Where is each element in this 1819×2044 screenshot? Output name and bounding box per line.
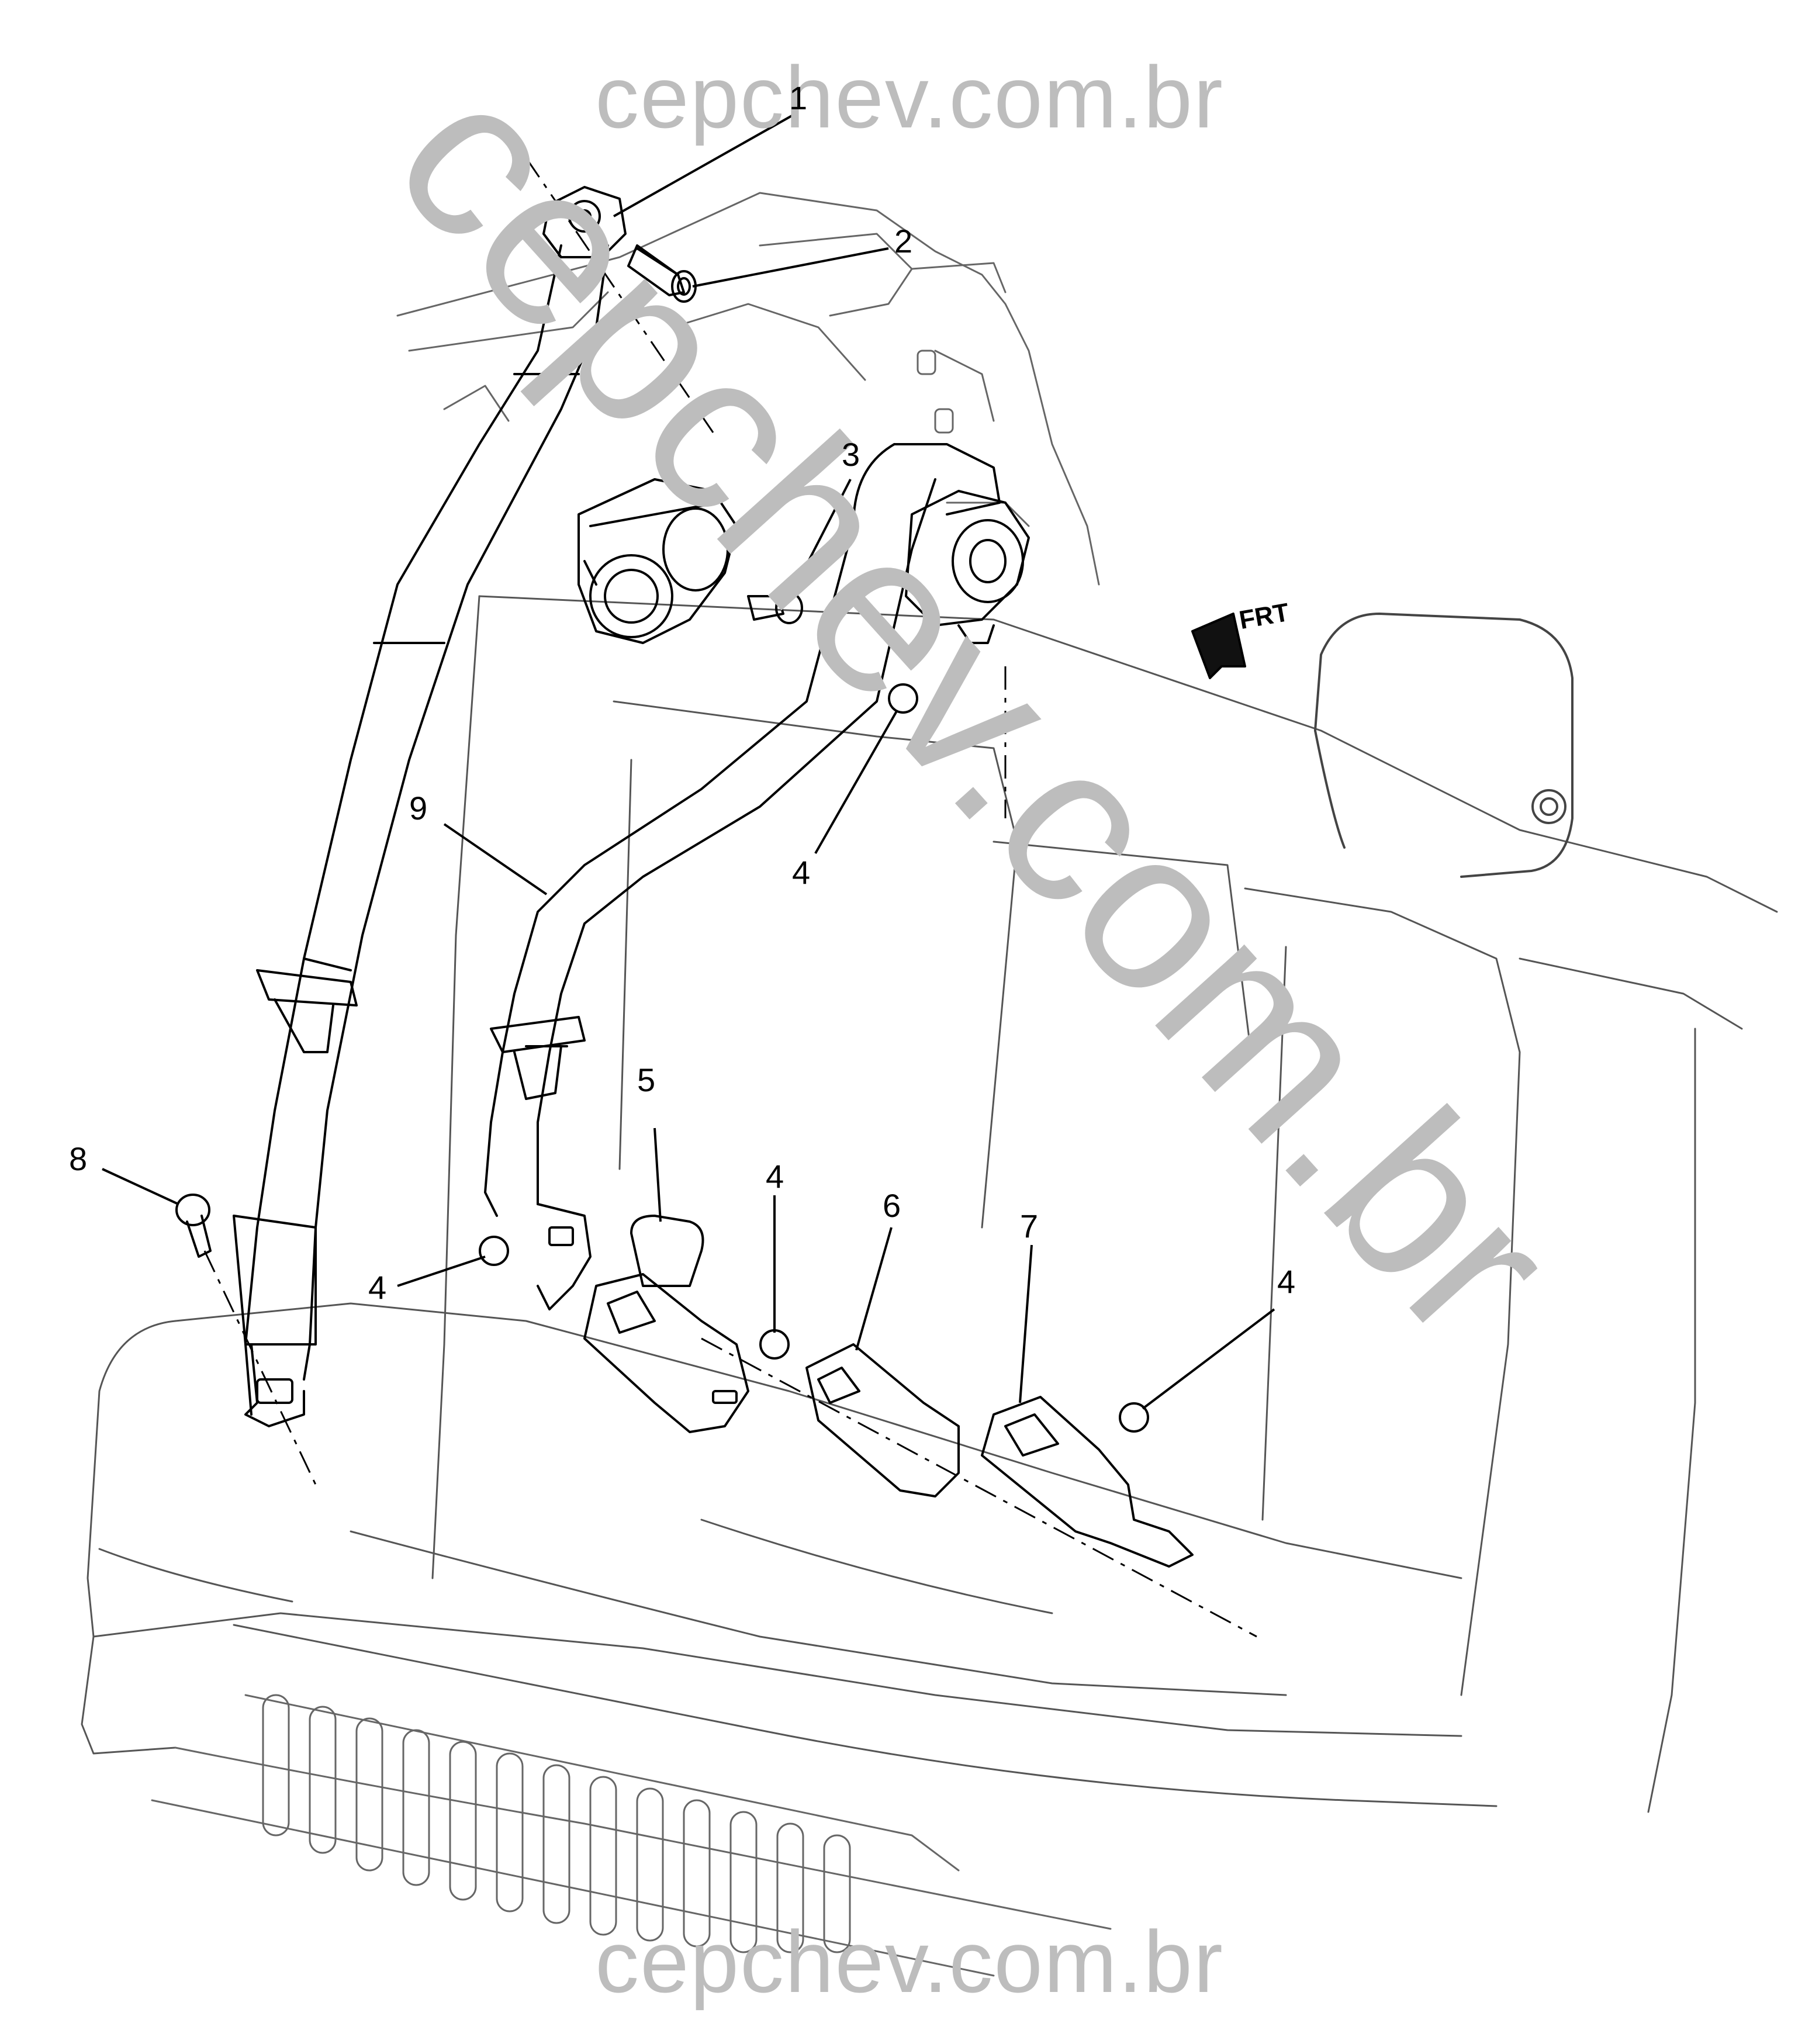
- headrest: [1314, 613, 1574, 878]
- callout-1: 1: [789, 79, 808, 116]
- left-webbing-guide: [256, 969, 358, 1053]
- callout-4a: 4: [792, 854, 811, 891]
- front-arrow-icon: [1191, 613, 1246, 679]
- leader-8: [102, 1168, 179, 1205]
- callout-2: 2: [894, 223, 913, 260]
- callout-7: 7: [1020, 1208, 1039, 1244]
- leader-6: [855, 1227, 893, 1351]
- buckle-assembly-right: [981, 1396, 1194, 1568]
- callout-4b: 4: [368, 1269, 387, 1306]
- leader-2: [692, 247, 889, 288]
- centerline-upper: [525, 157, 714, 433]
- d-ring-guide: [542, 186, 627, 258]
- left-belt-webbing: [244, 244, 609, 1416]
- seat-cushion: [81, 1302, 1498, 1807]
- vent-slots: [262, 1694, 851, 1953]
- bolt-lower-left: [175, 1194, 212, 1258]
- left-lower-anchor: [233, 1215, 317, 1427]
- buckle-assembly-left: [583, 1273, 749, 1433]
- callout-4c: 4: [766, 1158, 784, 1195]
- center-webbing-guide: [490, 1016, 586, 1100]
- callout-8: 8: [69, 1140, 88, 1177]
- bolt-retractor: [747, 592, 803, 624]
- leader-7: [1019, 1244, 1033, 1403]
- callout-5: 5: [637, 1061, 656, 1098]
- rear-seat-back: [431, 595, 1778, 1813]
- callout-6: 6: [883, 1187, 901, 1224]
- leader-5: [653, 1128, 662, 1222]
- leader-9: [443, 823, 548, 895]
- centerline-left-anchor: [203, 1250, 317, 1485]
- leader-4b: [397, 1256, 486, 1287]
- leader-4d: [1142, 1308, 1275, 1410]
- seat-front-trim: [151, 1694, 1112, 1977]
- buckle-assembly-center: [805, 1343, 960, 1497]
- center-belt-webbing: [484, 443, 1001, 1217]
- callout-3: 3: [842, 436, 860, 473]
- buckle-cover-5: [630, 1215, 704, 1287]
- left-retractor: [577, 478, 738, 644]
- center-lower-anchor: [537, 1203, 592, 1310]
- callout-4d: 4: [1277, 1263, 1296, 1300]
- centerline-buckles: [701, 1337, 1257, 1638]
- leader-1: [613, 113, 796, 217]
- watermark-bottom: cepchev.com.br: [595, 1912, 1224, 2011]
- leader-4a: [814, 710, 898, 854]
- watermark-top: cepchev.com.br: [595, 48, 1224, 146]
- leader-3: [791, 479, 852, 594]
- callout-9: 9: [409, 790, 428, 826]
- center-retractor: [905, 490, 1030, 644]
